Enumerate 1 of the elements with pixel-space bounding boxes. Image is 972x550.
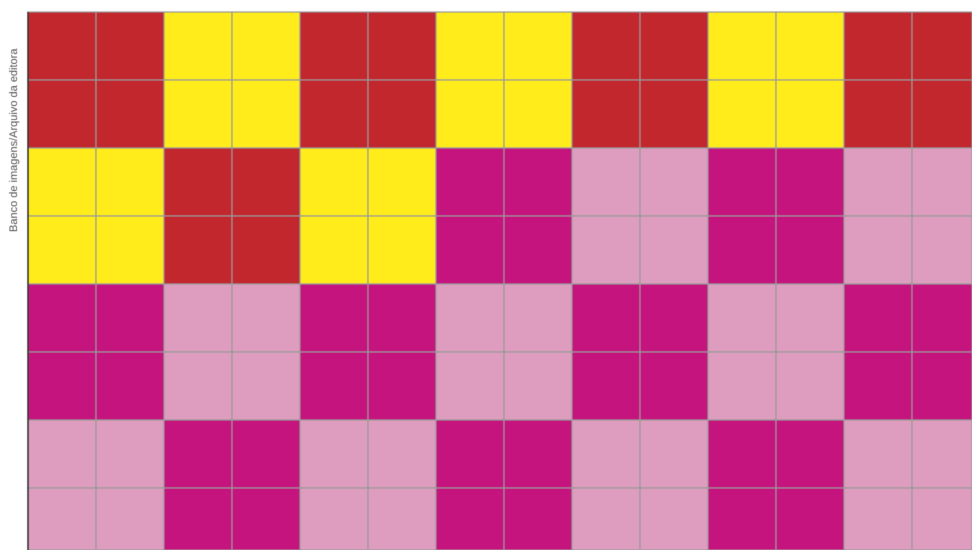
credit-text: Banco de imagens/Arquivo da editora [8,48,20,232]
